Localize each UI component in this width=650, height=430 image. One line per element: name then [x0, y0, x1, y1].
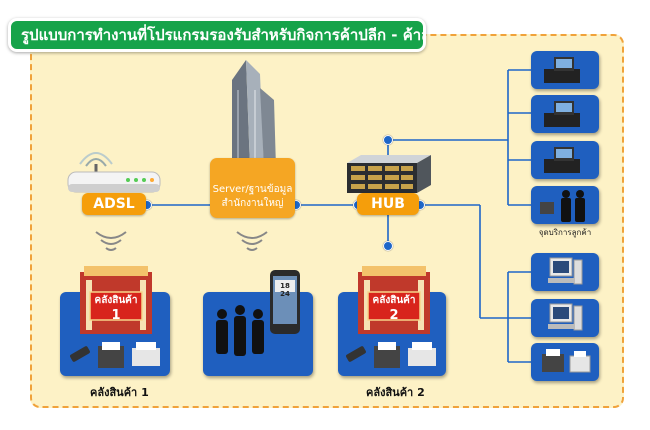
- phone-time: 18 24: [280, 282, 290, 298]
- printer-icon: [132, 348, 160, 366]
- warehouse-icon: [80, 266, 152, 334]
- warehouse-1-sign-number: 1: [111, 308, 121, 323]
- server-label-line1: Server/ฐานข้อมูล: [212, 184, 293, 195]
- server-label: Server/ฐานข้อมูล สำนักงานใหญ่: [210, 183, 295, 211]
- wifi-icon: [236, 231, 268, 251]
- junction-dot: [383, 241, 393, 251]
- printer-icon: [542, 349, 591, 373]
- pos-terminal-icon: [544, 101, 580, 127]
- server-tower-icon: [232, 60, 276, 168]
- warehouse-1-sign: คลังสินค้า 1: [90, 293, 142, 323]
- pos-terminal-icon: [544, 147, 580, 173]
- warehouse-2-sign-number: 2: [389, 308, 399, 323]
- warehouse-1-sign-text: คลังสินค้า: [94, 295, 138, 306]
- smartphone-icon: [270, 270, 300, 334]
- barcode-scanner-icon: [346, 346, 366, 362]
- computer-icon: [548, 257, 583, 285]
- people-icon: [540, 190, 585, 222]
- server-box: [210, 158, 295, 218]
- hub-rack-icon: [347, 155, 431, 193]
- warehouse-icon: [358, 266, 430, 334]
- adsl-label: ADSL: [82, 193, 146, 215]
- hub-label: HUB: [357, 193, 419, 215]
- pos-terminal-icon: [544, 57, 580, 83]
- printer-icon: [98, 346, 124, 368]
- junction-dot: [383, 135, 393, 145]
- diagram-title: รูปแบบการทำงานที่โปรแกรมรองรับสำหรับกิจก…: [8, 18, 426, 52]
- people-icon: [216, 305, 264, 356]
- wifi-icon: [95, 231, 127, 251]
- client-point-label: จุดบริการลูกค้า: [538, 228, 592, 237]
- warehouse-2-caption: คลังสินค้า 2: [366, 386, 425, 399]
- warehouse-2-sign-text: คลังสินค้า: [372, 295, 416, 306]
- warehouse-2-devices: [346, 342, 436, 368]
- barcode-scanner-icon: [70, 346, 90, 362]
- adsl-router-icon: [67, 152, 161, 193]
- warehouse-2-sign: คลังสินค้า 2: [368, 293, 420, 323]
- warehouse-1-devices: [70, 342, 160, 368]
- computer-icon: [548, 303, 583, 331]
- server-label-line2: สำนักงานใหญ่: [221, 198, 284, 209]
- printer-icon: [374, 346, 400, 368]
- warehouse-1-caption: คลังสินค้า 1: [90, 386, 149, 399]
- printer-icon: [408, 348, 436, 366]
